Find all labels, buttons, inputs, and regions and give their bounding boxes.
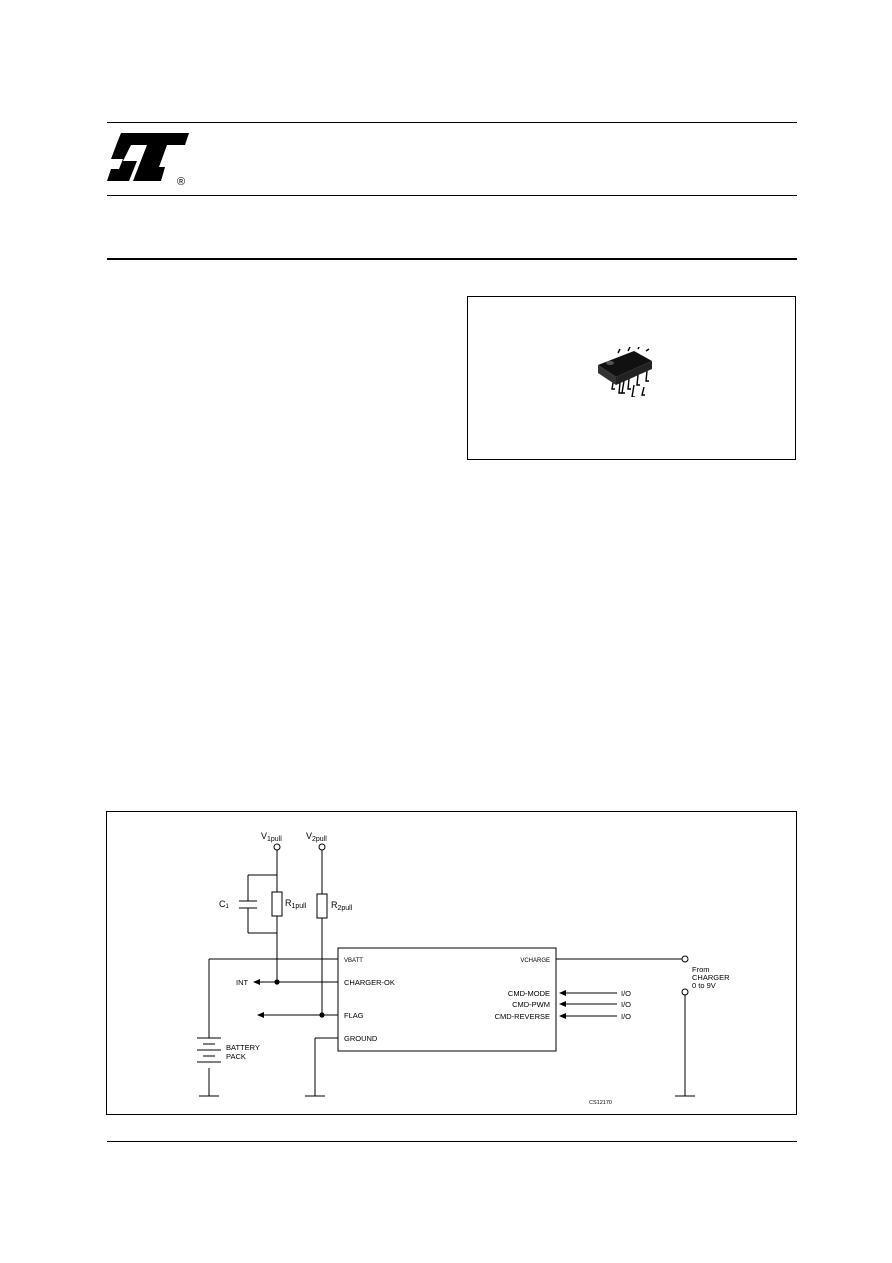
battery-label-line2: PACK [226, 1052, 246, 1061]
application-schematic: V1pull V2pull C1 R1pull R2pull VBATT CHA… [197, 831, 730, 1106]
header-rule-middle [107, 195, 797, 196]
pin-cmd-mode: CMD-MODE [508, 989, 550, 998]
charger-label-line3: 0 to 9V [692, 981, 716, 990]
st-logo-mark: ® [107, 133, 189, 188]
c1-label: C [219, 899, 226, 909]
v1pull-sub: 1pull [267, 836, 282, 843]
pin-ground: GROUND [344, 1034, 378, 1043]
int-label: INT [236, 978, 249, 987]
pin-vbatt: VBATT [344, 958, 363, 964]
v2pull-sub: 2pull [312, 836, 327, 843]
battery-label-line1: BATTERY [226, 1043, 260, 1052]
figure-code: CS12170 [589, 1100, 612, 1106]
package-image-box [467, 296, 796, 460]
svg-text:C1: C1 [219, 899, 230, 910]
registered-mark: ® [177, 176, 185, 187]
svg-text:R2pull: R2pull [331, 900, 353, 912]
svg-text:R1pull: R1pull [285, 898, 307, 910]
header-rule-bottom [107, 258, 797, 260]
charger-label-line2: CHARGER [692, 973, 730, 982]
pin-vcharge: VCHARGE [520, 958, 550, 964]
svg-text:V1pull: V1pull [261, 831, 282, 843]
r2pull-sub: 2pull [338, 905, 353, 912]
header-rule-top [107, 122, 797, 123]
svg-text:V2pull: V2pull [306, 831, 327, 843]
st-logo: ® [107, 133, 191, 192]
io-label-3: I/O [621, 1012, 631, 1021]
c1-sub: 1 [226, 904, 230, 910]
v2pull-label: V [306, 831, 312, 841]
application-schematic-box: V1pull V2pull C1 R1pull R2pull VBATT CHA… [106, 811, 797, 1115]
pin-cmd-reverse: CMD-REVERSE [495, 1012, 550, 1021]
so8-package-icon [598, 347, 652, 397]
r1pull-sub: 1pull [292, 903, 307, 910]
r1pull-label: R [285, 898, 292, 908]
v1pull-label: V [261, 831, 267, 841]
r2pull-label: R [331, 900, 338, 910]
io-label-2: I/O [621, 1000, 631, 1009]
pin-charger-ok: CHARGER-OK [344, 978, 395, 987]
charger-label-line1: From [692, 965, 710, 974]
pin-cmd-pwm: CMD-PWM [512, 1000, 550, 1009]
pin-flag: FLAG [344, 1011, 364, 1020]
footer-rule [107, 1141, 797, 1142]
io-label-1: I/O [621, 989, 631, 998]
